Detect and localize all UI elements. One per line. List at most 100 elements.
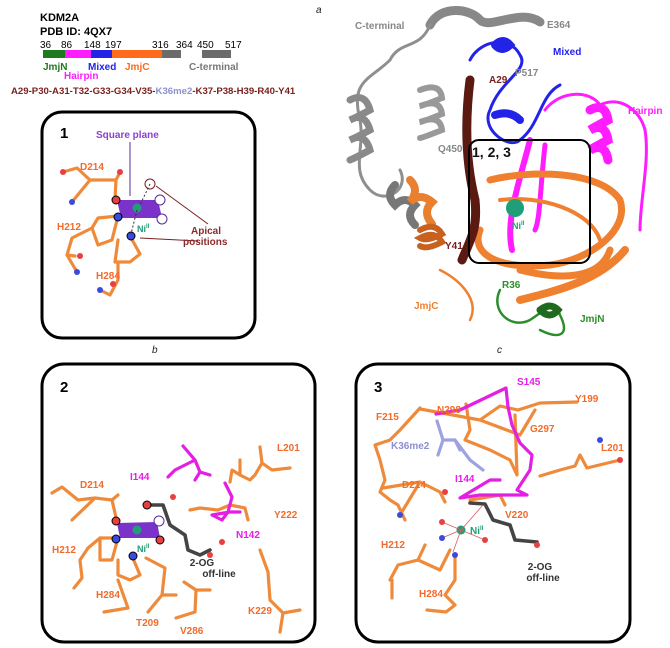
apical-label-2: positions xyxy=(183,237,228,248)
label-c-terminal: C-terminal xyxy=(355,21,405,32)
panel-letter-c: c xyxy=(497,345,502,356)
bar-cterm-1 xyxy=(162,50,181,58)
residue-number: 197 xyxy=(105,40,122,51)
ni-sup: II xyxy=(146,544,150,550)
ni-text: Ni xyxy=(137,224,146,234)
peptide-after: -K37-P38-H39-R40-Y41 xyxy=(192,86,296,97)
bar-jmjn xyxy=(43,50,65,58)
peptide-k36me2: K36me2 xyxy=(156,86,193,97)
ni-label: NiII xyxy=(137,224,150,234)
square-plane-label: Square plane xyxy=(96,130,159,141)
label-r36: R36 xyxy=(502,280,521,291)
residue-d214: D214 xyxy=(80,162,104,173)
active-site-box xyxy=(468,139,591,264)
residue-f215: F215 xyxy=(376,412,399,423)
ni-label: NiII xyxy=(137,544,150,554)
panel-3: 3 S145 Y199 F215 N298 G297 K36me2 L201 I… xyxy=(354,362,632,644)
panel-1-number: 1 xyxy=(60,125,68,142)
apical-label-1: Apical xyxy=(191,226,221,237)
residue-t209: T209 xyxy=(136,618,159,629)
label-mixed: Mixed xyxy=(553,47,581,58)
panel-3-frame xyxy=(354,362,632,644)
ni-sup: II xyxy=(521,221,525,227)
residue-h284: H284 xyxy=(96,271,120,282)
residue-i144: I144 xyxy=(130,472,150,483)
label-y41: Y41 xyxy=(445,241,463,252)
ni-text: Ni xyxy=(137,544,146,554)
residue-number: 517 xyxy=(225,40,242,51)
ogl-label-2: off-line xyxy=(526,573,560,584)
residue-n142: N142 xyxy=(236,530,260,541)
residue-l201: L201 xyxy=(277,443,300,454)
residue-number: 148 xyxy=(84,40,101,51)
residue-d214: D214 xyxy=(402,480,426,491)
ogl-label-1: 2-OG xyxy=(528,562,553,573)
residue-i144: I144 xyxy=(455,474,475,485)
nickel-sphere xyxy=(506,199,524,217)
cterm-helix xyxy=(425,6,545,30)
residue-number: 450 xyxy=(197,40,214,51)
panel-1-frame xyxy=(40,110,257,340)
bar-mixed xyxy=(91,50,112,58)
residue-v220: V220 xyxy=(505,510,529,521)
label-c-terminal: C-terminal xyxy=(189,62,239,73)
panel-2-frame xyxy=(40,362,317,644)
ni-sup: II xyxy=(480,526,484,532)
peptide-sequence: A29-P30-A31-T32-G33-G34-V35-K36me2-K37-P… xyxy=(11,86,296,97)
pdb-id: PDB ID: 4QX7 xyxy=(40,26,112,38)
protein-structure: C-terminal E364 Mixed A29 P517 Hairpin Q… xyxy=(346,6,662,337)
label-jmjc: JmjC xyxy=(414,301,438,312)
label-mixed: Mixed xyxy=(88,62,116,73)
label-jmjn: JmjN xyxy=(43,62,67,73)
residue-number: 36 xyxy=(40,40,52,51)
residue-k36me2: K36me2 xyxy=(391,441,430,452)
residue-y199: Y199 xyxy=(575,394,599,405)
domain-header: KDM2A PDB ID: 4QX7 36 86 148 197 316 364… xyxy=(11,12,296,97)
residue-number: 364 xyxy=(176,40,193,51)
label-e364: E364 xyxy=(547,20,571,31)
ni-sup: II xyxy=(146,224,150,230)
residue-numbers: 36 86 148 197 316 364 450 517 xyxy=(40,40,242,51)
residue-h284: H284 xyxy=(419,589,443,600)
ni-text: Ni xyxy=(470,526,480,537)
panel-1: 1 Square plane D214 H212 H284 NiII Apica… xyxy=(40,110,257,340)
residue-d214: D214 xyxy=(80,480,104,491)
label-q450: Q450 xyxy=(438,144,463,155)
residue-k229: K229 xyxy=(248,606,272,617)
residue-h284: H284 xyxy=(96,590,120,601)
panel-2: 2 D214 H212 H284 T209 V286 K229 I144 L20… xyxy=(40,362,317,644)
bar-cterm-2 xyxy=(202,50,231,58)
ogl-label-1: 2-OG xyxy=(190,558,215,569)
label-ni: NiII xyxy=(512,221,525,231)
label-jmjc: JmjC xyxy=(125,62,149,73)
apical-arrows xyxy=(139,185,209,242)
residue-number: 316 xyxy=(152,40,169,51)
residue-s145: S145 xyxy=(517,377,541,388)
panel-letter-a: a xyxy=(316,5,322,16)
peptide-before: A29-P30-A31-T32-G33-G34-V35- xyxy=(11,86,156,97)
residue-l201: L201 xyxy=(601,443,624,454)
protein-name: KDM2A xyxy=(40,12,79,24)
label-hairpin: Hairpin xyxy=(64,71,98,82)
panel-letter-b: b xyxy=(152,345,158,356)
label-p517: P517 xyxy=(515,68,539,79)
ogl-label-2: off-line xyxy=(202,569,236,580)
residue-y222: Y222 xyxy=(274,510,298,521)
ni-label: NiII xyxy=(470,526,484,537)
label-jmjn: JmjN xyxy=(580,314,604,325)
residue-n298: N298 xyxy=(437,405,461,416)
panel-2-number: 2 xyxy=(60,379,68,396)
bar-hairpin xyxy=(65,50,91,58)
ni-text: Ni xyxy=(512,221,521,231)
label-a29: A29 xyxy=(489,75,508,86)
label-box-123: 1, 2, 3 xyxy=(472,144,511,160)
residue-h212: H212 xyxy=(381,540,405,551)
residue-h212: H212 xyxy=(52,545,76,556)
residue-h212: H212 xyxy=(57,222,81,233)
panel-3-number: 3 xyxy=(374,379,382,396)
residue-g297: G297 xyxy=(530,424,555,435)
residue-v286: V286 xyxy=(180,626,204,637)
bar-jmjc xyxy=(112,50,162,58)
residue-number: 86 xyxy=(61,40,73,51)
